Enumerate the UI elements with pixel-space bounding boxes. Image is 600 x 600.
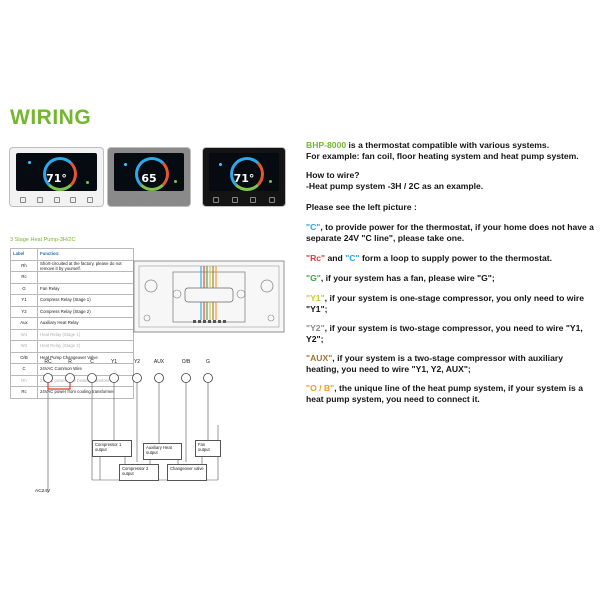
g-terminal-note: "G", if your system has a fan, please wi… bbox=[306, 273, 594, 284]
compressor-1-output-box: Compressor 1 output bbox=[92, 440, 132, 457]
how-to-wire-answer: -Heat pump system -3H / 2C as an example… bbox=[306, 180, 484, 191]
terminal-label-y2: Y2 bbox=[133, 359, 141, 365]
terminal-label: W2 bbox=[10, 340, 38, 353]
terminal-label-r: R bbox=[68, 359, 72, 365]
terminal-label-ob: O/B bbox=[181, 359, 191, 365]
rc-terminal-note: "Rc" and "C" form a loop to supply power… bbox=[306, 253, 594, 264]
terminal-label-y1: Y1 bbox=[110, 359, 118, 365]
g-text: , if your system has a fan, please wire … bbox=[320, 273, 495, 283]
terminal-function: Compress Relay (Stage 2) bbox=[37, 305, 134, 318]
terminal-label: W1 bbox=[10, 328, 38, 341]
thermostat-image-gray: 65 bbox=[108, 148, 190, 206]
terminal-label: Rh bbox=[10, 259, 38, 272]
thermostat-image-white: 71° bbox=[10, 148, 103, 206]
y1-text: , if your system is one-stage compressor… bbox=[306, 293, 584, 314]
y2-terminal-note: "Y2", if your system is two-stage compre… bbox=[306, 323, 594, 344]
table-header-function: Function: bbox=[37, 248, 134, 261]
intro-text-line2: For example: fan coil, floor heating sys… bbox=[306, 150, 579, 161]
terminal-label: O/B bbox=[10, 351, 38, 364]
rc-term-c: "C" bbox=[345, 253, 360, 263]
terminal-label-rc: RC bbox=[44, 359, 52, 365]
rc-text: form a loop to supply power to the therm… bbox=[359, 253, 552, 263]
auxiliary-heat-output-box: Auxiliary Heat output bbox=[143, 443, 182, 460]
ob-terminal-note: "O / B", the unique line of the heat pum… bbox=[306, 383, 594, 404]
terminal-function: Heat Relay (Stage 2) bbox=[37, 340, 134, 353]
fan-output-box: Fan output bbox=[195, 440, 221, 457]
terminal-label: Aux bbox=[10, 317, 38, 330]
intro-text: BHP-8000 is a thermostat compatible with… bbox=[306, 140, 594, 161]
rc-term: "Rc" bbox=[306, 253, 326, 263]
terminal-label: Y1 bbox=[10, 294, 38, 307]
terminal-label-aux: AUX bbox=[153, 359, 165, 365]
thermostat-temp: 71° bbox=[46, 172, 67, 185]
ac24v-label: AC24V bbox=[35, 489, 51, 494]
terminal-function: Short-circuited at the factory, please d… bbox=[37, 259, 134, 272]
terminal-label: G bbox=[10, 282, 38, 295]
page-title: WIRING bbox=[10, 106, 92, 129]
terminal-label-c: C bbox=[90, 359, 94, 365]
table-header-row: Label Function: bbox=[10, 248, 134, 261]
terminal-function: Fan Relay bbox=[37, 282, 134, 295]
changeover-valve-box: Changeover valve bbox=[167, 464, 207, 481]
terminal-label: Rc bbox=[10, 386, 38, 399]
model-name: BHP-8000 bbox=[306, 140, 347, 150]
terminal-function bbox=[37, 271, 134, 284]
terminal-label: Rc bbox=[10, 271, 38, 284]
how-to-wire-question: How to wire? bbox=[306, 170, 360, 180]
g-term: "G" bbox=[306, 273, 321, 283]
terminal-label-g: G bbox=[206, 359, 210, 365]
see-left-picture: Please see the left picture : bbox=[306, 202, 417, 212]
y1-term: "Y1" bbox=[306, 293, 325, 303]
terminal-labels: RC R C Y1 Y2 AUX O/B G bbox=[40, 359, 230, 367]
table-header-label: Label bbox=[10, 248, 38, 261]
terminal-function: Auxiliary Heat Relay bbox=[37, 317, 134, 330]
y2-term: "Y2" bbox=[306, 323, 325, 333]
back-panel-drawing bbox=[133, 260, 285, 333]
wiring-schematic bbox=[43, 373, 219, 493]
thermostat-temp: 71° bbox=[233, 172, 255, 185]
ob-text: , the unique line of the heat pump syste… bbox=[306, 383, 583, 404]
c-terminal-note: "C", to provide power for the thermostat… bbox=[306, 222, 594, 243]
terminal-function: Heat Relay (Stage 1) bbox=[37, 328, 134, 341]
how-to-wire: How to wire? -Heat pump system -3H / 2C … bbox=[306, 170, 594, 191]
aux-term: "AUX" bbox=[306, 353, 333, 363]
c-term: "C" bbox=[306, 222, 321, 232]
ob-term: "O / B" bbox=[306, 383, 335, 393]
rc-mid: and bbox=[325, 253, 346, 263]
thermostat-temp: 65 bbox=[141, 172, 157, 185]
table-row: Rc bbox=[10, 271, 134, 284]
wiring-subtitle: 3 Stage Heat Pump-3H/2C bbox=[10, 237, 76, 243]
compressor-2-output-box: Compressor 2 output bbox=[119, 464, 159, 481]
y1-terminal-note: "Y1", if your system is one-stage compre… bbox=[306, 293, 594, 314]
thermostat-image-black: 71° bbox=[203, 148, 285, 206]
terminal-function: Compress Relay (Stage 1) bbox=[37, 294, 134, 307]
aux-text: , if your system is a two-stage compress… bbox=[306, 353, 563, 374]
y2-text: , if your system is two-stage compressor… bbox=[306, 323, 583, 344]
intro-text-rest: is a thermostat compatible with various … bbox=[346, 140, 550, 150]
c-text: , to provide power for the thermostat, i… bbox=[306, 222, 594, 243]
aux-terminal-note: "AUX", if your system is a two-stage com… bbox=[306, 353, 594, 374]
terminal-label: Y2 bbox=[10, 305, 38, 318]
